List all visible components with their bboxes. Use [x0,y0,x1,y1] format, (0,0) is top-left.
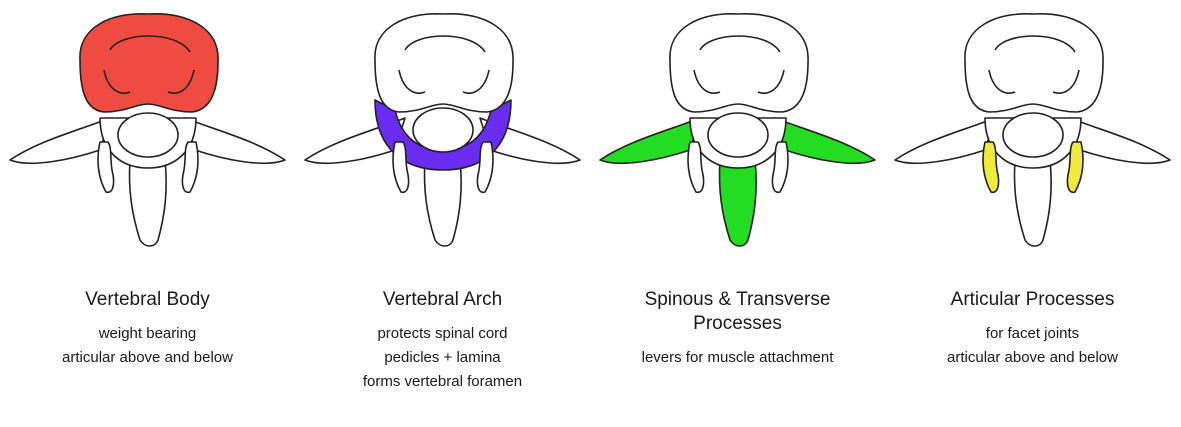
vertebral-body [80,14,218,112]
panel-vertebral-arch: Vertebral Arch protects spinal cord pedi… [295,0,590,427]
vertebral-body [965,14,1103,112]
caption: Articular Processes for facet joints art… [885,288,1180,370]
panel-title: Vertebral Arch [318,288,568,312]
vertebral-foramen [1003,113,1063,157]
caption-line: articular above and below [0,346,295,370]
caption-line: protects spinal cord [295,322,590,346]
vertebral-foramen [708,113,768,157]
caption-line: articular above and below [885,346,1180,370]
caption-line: levers for muscle attachment [590,346,885,370]
panel-title: Spinous & Transverse Processes [613,288,863,336]
caption: Spinous & Transverse Processes levers fo… [590,288,885,370]
spinous-process [129,160,166,246]
panel-title: Vertebral Body [23,288,273,312]
caption: Vertebral Arch protects spinal cord pedi… [295,288,590,394]
vertebral-body [670,14,808,112]
panel-articular-processes: Articular Processes for facet joints art… [885,0,1180,427]
caption: Vertebral Body weight bearing articular … [0,288,295,370]
caption-line: for facet joints [885,322,1180,346]
vertebral-foramen [118,113,178,157]
spinous-process [1014,160,1051,246]
vertebra-illustration [295,0,590,260]
panel-title: Articular Processes [908,288,1158,312]
vertebra-illustration [590,0,885,260]
caption-line: pedicles + lamina [295,346,590,370]
vertebral-body [375,14,513,112]
vertebra-illustration [885,0,1180,260]
panel-vertebral-body: Vertebral Body weight bearing articular … [0,0,295,427]
caption-line: forms vertebral foramen [295,370,590,394]
panel-spinous-transverse: Spinous & Transverse Processes levers fo… [590,0,885,427]
vertebral-foramen [413,108,473,152]
spinous-process [719,160,756,246]
caption-line: weight bearing [0,322,295,346]
spinous-process [424,160,461,246]
vertebra-illustration [0,0,295,260]
